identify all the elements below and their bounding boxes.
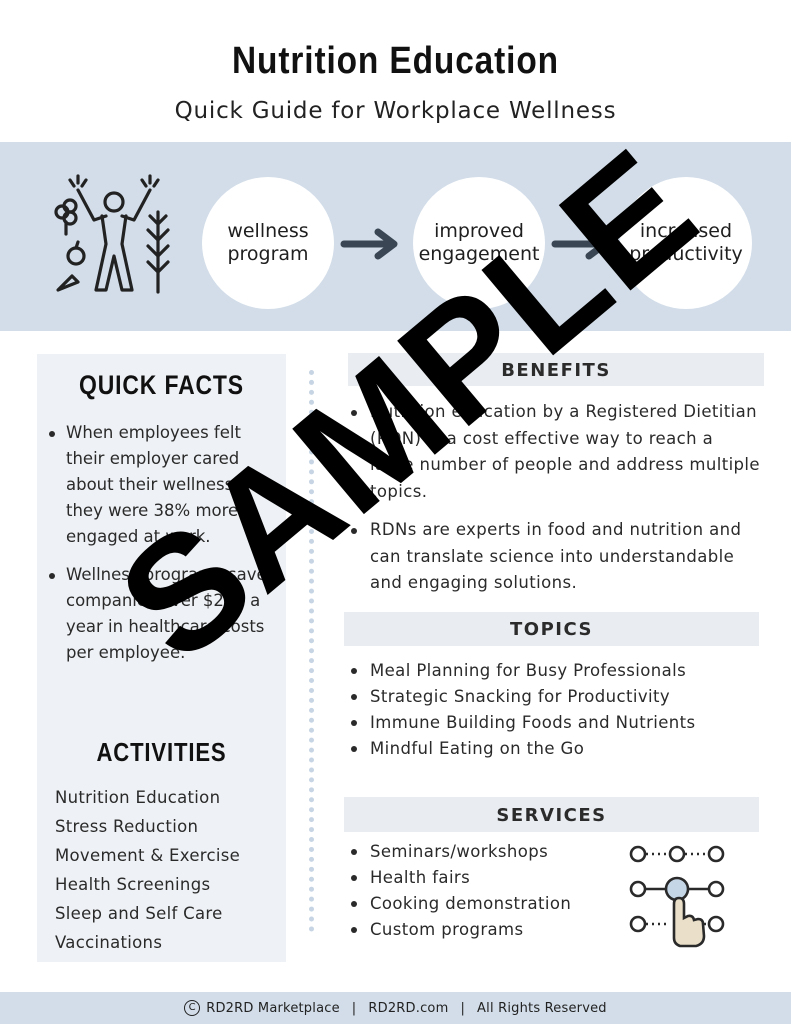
- wellness-person-icon: [54, 174, 170, 294]
- column-divider: [309, 370, 314, 932]
- list-item: Custom programs: [350, 917, 600, 943]
- benefits-list: Nutrition education by a Registered Diet…: [350, 399, 760, 609]
- right-arrow-icon: [551, 228, 609, 260]
- footer-separator: |: [460, 1000, 466, 1016]
- quick-facts-list: When employees felt their employer cared…: [48, 420, 276, 678]
- benefits-header: BENEFITS: [348, 353, 764, 386]
- topics-list: Meal Planning for Busy Professionals Str…: [350, 658, 760, 762]
- copyright-icon: C: [184, 1000, 201, 1016]
- right-arrow-icon: [340, 228, 398, 260]
- quick-facts-title: QUICK FACTS: [79, 370, 244, 400]
- footer-site: RD2RD.com: [368, 1000, 449, 1016]
- list-item: RDNs are experts in food and nutrition a…: [350, 517, 760, 597]
- page-title: Nutrition Education: [232, 40, 559, 82]
- list-item: Stress Reduction: [55, 817, 199, 836]
- list-item: Vaccinations: [55, 933, 163, 952]
- list-item: When employees felt their employer cared…: [48, 420, 276, 550]
- hand-selecting-option-icon: [629, 845, 725, 948]
- list-item: Immune Building Foods and Nutrients: [350, 710, 760, 736]
- list-item: Nutrition Education: [55, 788, 221, 807]
- footer-rights: All Rights Reserved: [477, 1000, 607, 1016]
- topics-header: TOPICS: [344, 612, 759, 646]
- footer-brand: RD2RD Marketplace: [206, 1000, 340, 1016]
- activities-list: Nutrition Education Stress Reduction Mov…: [55, 783, 240, 957]
- list-item: Mindful Eating on the Go: [350, 736, 760, 762]
- footer-separator: |: [351, 1000, 357, 1016]
- list-item: Sleep and Self Care: [55, 904, 223, 923]
- list-item: Movement & Exercise: [55, 846, 241, 865]
- list-item: Wellness programs save companies over $2…: [48, 562, 276, 666]
- list-item: Health fairs: [350, 865, 600, 891]
- footer: C RD2RD Marketplace | RD2RD.com | All Ri…: [0, 992, 791, 1024]
- services-header: SERVICES: [344, 797, 759, 832]
- list-item: Seminars/workshops: [350, 839, 600, 865]
- services-list: Seminars/workshops Health fairs Cooking …: [350, 839, 600, 943]
- page-subtitle: Quick Guide for Workplace Wellness: [174, 98, 617, 124]
- quick-facts-panel: [37, 354, 286, 962]
- activities-title: ACTIVITIES: [96, 737, 227, 767]
- list-item: Cooking demonstration: [350, 891, 600, 917]
- list-item: Nutrition education by a Registered Diet…: [350, 399, 760, 505]
- list-item: Health Screenings: [55, 875, 211, 894]
- list-item: Strategic Snacking for Productivity: [350, 684, 760, 710]
- list-item: Meal Planning for Busy Professionals: [350, 658, 760, 684]
